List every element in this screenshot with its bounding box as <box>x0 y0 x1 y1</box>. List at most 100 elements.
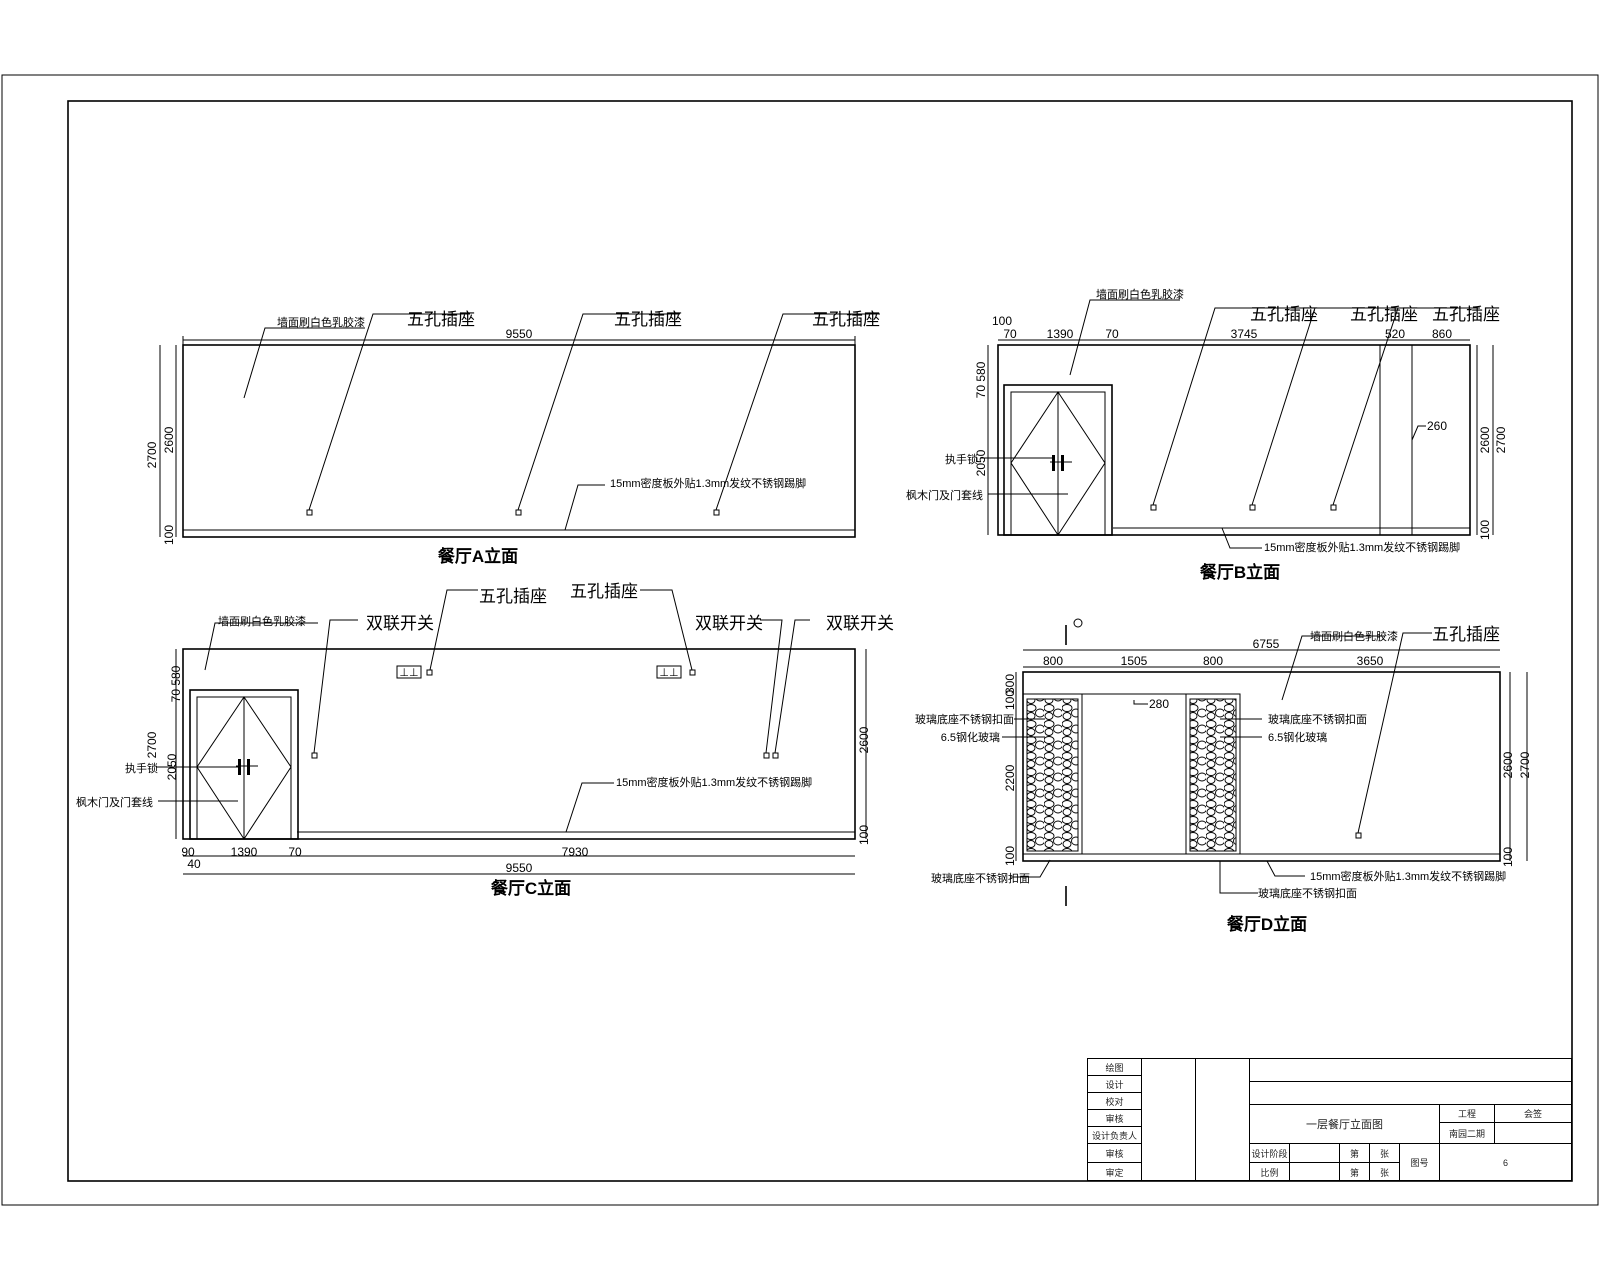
tb-blank <box>1250 1082 1571 1105</box>
dim-c-door: 2050 <box>165 753 179 780</box>
socket-label-d: 五孔插座 <box>1432 625 1500 644</box>
dim-b-inner: 260 <box>1427 419 1447 433</box>
dim-b-1: 70 <box>1003 327 1017 341</box>
elevation-b: 100 70 1390 70 3745 520 860 70 580 2050 … <box>906 287 1508 582</box>
tb-row-label: 校对 <box>1088 1093 1142 1110</box>
dim-b-base: 100 <box>1478 520 1492 540</box>
section-marker-icon <box>1073 618 1083 628</box>
dim-c-b3: 7930 <box>562 845 589 859</box>
dim-d-s2: 2200 <box>1003 764 1017 791</box>
switch-plate-icon <box>656 665 682 679</box>
socket-icon <box>306 509 313 516</box>
wall-c <box>182 648 856 840</box>
title-block: 绘图 设计 校对 审核 设计负责人 审核 审定 一层餐厅立面图 工程 会签 南园… <box>1087 1058 1572 1181</box>
tb-row-label: 设计 <box>1088 1076 1142 1093</box>
dim-d-t2: 800 <box>1203 654 1223 668</box>
baseboard-label-c: 15mm密度板外贴1.3mm发纹不锈钢踢脚 <box>616 775 812 789</box>
dim-b-wall: 2600 <box>1478 426 1492 453</box>
socket-label-c2: 五孔插座 <box>570 582 638 601</box>
wall-a <box>182 344 856 538</box>
socket-icon <box>426 669 433 676</box>
switch-icon <box>763 752 770 759</box>
tb-sheet-no-label: 图号 <box>1400 1144 1440 1181</box>
elevation-a: 9550 2700 2600 100 墙面刷白色乳胶漆 五孔插座 五孔插座 五孔… <box>145 310 880 566</box>
dim-d-s0: 300 <box>1003 674 1017 694</box>
dim-b-total: 2700 <box>1494 426 1508 453</box>
tb-page-label: 张 <box>1370 1163 1400 1181</box>
wall-finish-label-a: 墙面刷白色乳胶漆 <box>277 315 365 329</box>
dim-b-3: 70 <box>1105 327 1119 341</box>
socket-label-c1: 五孔插座 <box>479 587 547 606</box>
socket-label-a1: 五孔插座 <box>407 310 475 329</box>
dim-b-side: 70 580 <box>974 361 988 398</box>
socket-icon <box>1150 504 1157 511</box>
tb-sheet-label: 工程 <box>1440 1105 1495 1123</box>
socket-label-a2: 五孔插座 <box>614 310 682 329</box>
dim-h-wall-a: 2600 <box>162 426 176 453</box>
dim-b-4: 3745 <box>1231 327 1258 341</box>
door-cover-label-b: 枫木门及门套线 <box>906 488 983 502</box>
glass-label-d-right: 6.5钢化玻璃 <box>1268 730 1327 744</box>
door-handle-icon <box>247 759 250 775</box>
baseboard-label-b: 15mm密度板外贴1.3mm发纹不锈钢踢脚 <box>1264 540 1460 554</box>
door-cover-label-c: 枫木门及门套线 <box>76 795 153 809</box>
tb-signature-col <box>1142 1059 1196 1181</box>
wall-b <box>997 344 1471 536</box>
dim-d-width: 6755 <box>1253 637 1280 651</box>
door-handle-icon <box>1061 455 1064 471</box>
trim-top-label-d-right: 玻璃底座不锈钢扣面 <box>1268 712 1367 726</box>
dim-c-b-small: 40 <box>187 857 201 871</box>
dim-c-b0: 90 <box>181 845 195 859</box>
dim-h-base-a: 100 <box>162 525 176 545</box>
switch-icon <box>311 752 318 759</box>
dim-c-b1: 1390 <box>231 845 258 859</box>
wall-finish-label-d: 墙面刷白色乳胶漆 <box>1310 629 1398 643</box>
dim-d-gap: 280 <box>1149 697 1169 711</box>
tb-phase-label: 设计阶段 <box>1250 1144 1290 1163</box>
socket-label-a3: 五孔插座 <box>812 310 880 329</box>
wall-finish-label-b: 墙面刷白色乳胶漆 <box>1096 287 1184 301</box>
tb-blank <box>1495 1123 1571 1144</box>
title-elevation-c: 餐厅C立面 <box>491 878 571 898</box>
dim-d-t3: 3650 <box>1357 654 1384 668</box>
dim-d-base: 100 <box>1501 847 1515 867</box>
tb-row-label: 设计负责人 <box>1088 1127 1142 1144</box>
dim-d-s3: 100 <box>1003 846 1017 866</box>
dim-d-wall: 2600 <box>1501 751 1515 778</box>
switch-label-c3: 双联开关 <box>826 614 894 633</box>
switch-icon <box>772 752 779 759</box>
tb-row-label: 审定 <box>1088 1163 1142 1181</box>
dim-h-total-a: 2700 <box>145 441 159 468</box>
handle-label-b: 执手锁 <box>945 452 978 466</box>
switch-label-c1: 双联开关 <box>366 614 434 633</box>
socket-label-b3: 五孔插座 <box>1432 305 1500 324</box>
tb-signature-col <box>1196 1059 1250 1181</box>
socket-icon <box>689 669 696 676</box>
tb-review-label: 会签 <box>1495 1105 1571 1123</box>
dim-d-t0: 800 <box>1043 654 1063 668</box>
wall-d <box>1022 671 1501 862</box>
elevation-c: ⊥⊥ ⊥⊥ 五孔插座 五孔插座 双联开关 双联开关 双联开关 墙面刷白色乳胶漆 … <box>76 582 894 898</box>
glass-label-d-left: 6.5钢化玻璃 <box>941 730 1000 744</box>
glass-texture-right <box>1189 698 1237 852</box>
baseboard-label-d: 15mm密度板外贴1.3mm发纹不锈钢踢脚 <box>1310 869 1506 883</box>
switch-plate-icon: ⊥⊥ <box>659 667 678 679</box>
dim-b-0: 100 <box>992 314 1012 328</box>
glass-panel-left <box>1022 693 1083 855</box>
tb-drawing-name: 一层餐厅立面图 <box>1250 1105 1440 1144</box>
title-elevation-b: 餐厅B立面 <box>1200 562 1280 582</box>
trim-top-label-d-left: 玻璃底座不锈钢扣面 <box>915 712 1014 726</box>
tb-row-label: 审核 <box>1088 1144 1142 1163</box>
door-handle-icon <box>238 759 241 775</box>
switch-plate-icon <box>396 665 422 679</box>
dim-d-s1: 100 <box>1003 690 1017 710</box>
tb-count-label: 第 <box>1340 1144 1370 1163</box>
dim-d-total: 2700 <box>1518 751 1532 778</box>
tb-page-label: 张 <box>1370 1144 1400 1163</box>
baseboard-label-a: 15mm密度板外贴1.3mm发纹不锈钢踢脚 <box>610 476 806 490</box>
tb-row-label: 审核 <box>1088 1110 1142 1127</box>
tb-sheet-index: 6 <box>1502 1157 1508 1168</box>
dim-b-6: 860 <box>1432 327 1452 341</box>
dim-width-a: 9550 <box>506 327 533 341</box>
